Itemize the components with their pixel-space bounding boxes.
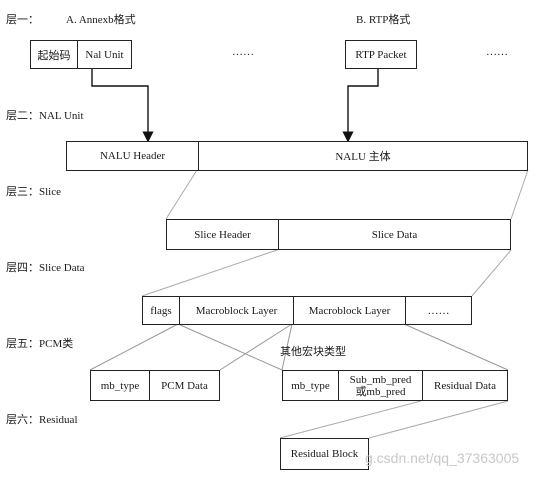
ellipsis-1: …… [232, 46, 254, 58]
residual-data-cell: Residual Data [422, 371, 507, 400]
ellipsis-2: …… [486, 46, 508, 58]
layer-label-3: 层三：Slice [6, 186, 61, 198]
nal-unit-cell: Nal Unit [77, 41, 131, 68]
layer-label-5: 层五：PCM类 [6, 338, 74, 350]
expand-line-residual-right [368, 400, 509, 439]
layer-label-4: 层四：Slice Data [6, 262, 85, 274]
arrow-rtp-to-nalu [342, 68, 379, 143]
sub-mb-pred-line1: Sub_mb_pred [349, 373, 412, 386]
pcm-data-cell: PCM Data [149, 371, 219, 400]
expand-line-nalu-left [165, 169, 198, 220]
slice-data-box: flags Macroblock Layer Macroblock Layer … [142, 296, 472, 325]
layer-label-1: 层一： [6, 14, 39, 26]
macroblock-layer-cell-2: Macroblock Layer [293, 297, 405, 324]
rtp-packet-box: RTP Packet [345, 40, 417, 69]
expand-line-residual-left [279, 400, 422, 439]
other-mb-type-cell: mb_type [291, 379, 330, 392]
expand-line-slice-left [141, 249, 278, 297]
pcm-mb-type-cell: mb_type [100, 379, 140, 392]
sub-mb-pred-cell: Sub_mb_pred 或mb_pred [338, 371, 422, 400]
heading-annexb: A. Annexb格式 [66, 14, 136, 26]
start-code-cell: 起始码 [37, 49, 71, 62]
slice-data-cell: Slice Data [278, 220, 510, 249]
layer-label-6: 层六：Residual [6, 414, 78, 426]
other-types-label: 其他宏块类型 [280, 346, 346, 358]
expand-line-mb2-right [403, 323, 509, 371]
sub-mb-pred-line2: 或mb_pred [355, 385, 406, 398]
slice-box: Slice Header Slice Data [166, 219, 511, 250]
layer-label-2: 层二：NAL Unit [6, 110, 84, 122]
expand-line-mb2-left [281, 323, 293, 371]
slice-header-cell: Slice Header [194, 228, 251, 241]
other-mb-box: mb_type Sub_mb_pred 或mb_pred Residual Da… [282, 370, 508, 401]
nalu-header-cell: NALU Header [99, 150, 166, 162]
expand-line-slice-right [471, 249, 512, 297]
arrow-annexb-to-nalu [91, 68, 154, 143]
pcm-box: mb_type PCM Data [90, 370, 220, 401]
expand-line-mb1-cross [177, 323, 283, 371]
expand-line-mb1-right [219, 323, 293, 371]
residual-block-box: Residual Block [280, 438, 369, 470]
heading-rtp: B. RTP格式 [356, 14, 411, 26]
ellipsis-3: …… [405, 297, 471, 324]
watermark: g.csdn.net/qq_37363005 [365, 450, 520, 466]
flags-cell: flags [150, 304, 172, 317]
expand-line-nalu-right [510, 169, 529, 220]
annexb-box: 起始码 Nal Unit [30, 40, 132, 69]
macroblock-layer-cell-1: Macroblock Layer [179, 297, 293, 324]
nalu-box: NALU Header NALU 主体 [66, 141, 528, 171]
nalu-body-cell: NALU 主体 [198, 142, 527, 170]
expand-line-mb1-left [89, 323, 179, 371]
